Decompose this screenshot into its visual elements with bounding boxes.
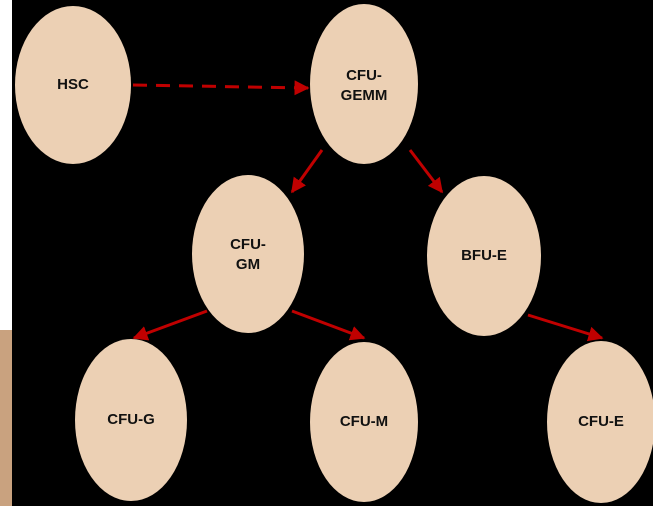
edge-cfu-gemm-to-cfu-gm (290, 149, 324, 194)
node-cfu-gemm-label-line-2: GEMM (341, 87, 388, 104)
node-bfu-e-label: BFU-E (461, 247, 507, 264)
node-cfu-e-shape (547, 341, 653, 503)
node-cfu-gemm: CFU- GEMM (310, 4, 418, 164)
node-cfu-m-shape (310, 342, 418, 502)
node-cfu-gemm-label-line-1: CFU- (346, 67, 382, 84)
edge-cfu-gm-to-cfu-g (132, 309, 208, 341)
edges-layer (132, 80, 604, 342)
photo-edge-strip (0, 330, 12, 506)
node-cfu-e: CFU-E (547, 341, 653, 503)
edge-hsc-to-cfu-gemm (132, 80, 310, 96)
edge-bfu-e-to-cfu-e (527, 313, 604, 342)
node-cfu-gm: CFU- GM (192, 175, 304, 333)
node-cfu-e-label: CFU-E (578, 413, 624, 430)
edge-cfu-gemm-to-bfu-e (408, 149, 444, 194)
node-cfu-m: CFU-M (310, 342, 418, 502)
node-hsc: HSC (15, 6, 131, 164)
node-cfu-gm-label-line-2: GM (236, 256, 260, 273)
node-cfu-gm-label-line-1: CFU- (230, 236, 266, 253)
node-cfu-g-shape (75, 339, 187, 501)
node-cfu-gemm-shape (310, 4, 418, 164)
node-bfu-e-shape (427, 176, 541, 336)
node-bfu-e: BFU-E (427, 176, 541, 336)
edge-cfu-gm-to-cfu-m (291, 309, 366, 341)
node-hsc-shape (15, 6, 131, 164)
node-cfu-g: CFU-G (75, 339, 187, 501)
node-cfu-g-label: CFU-G (107, 411, 155, 428)
node-hsc-label: HSC (57, 76, 89, 93)
node-cfu-gm-shape (192, 175, 304, 333)
node-cfu-m-label: CFU-M (340, 413, 388, 430)
